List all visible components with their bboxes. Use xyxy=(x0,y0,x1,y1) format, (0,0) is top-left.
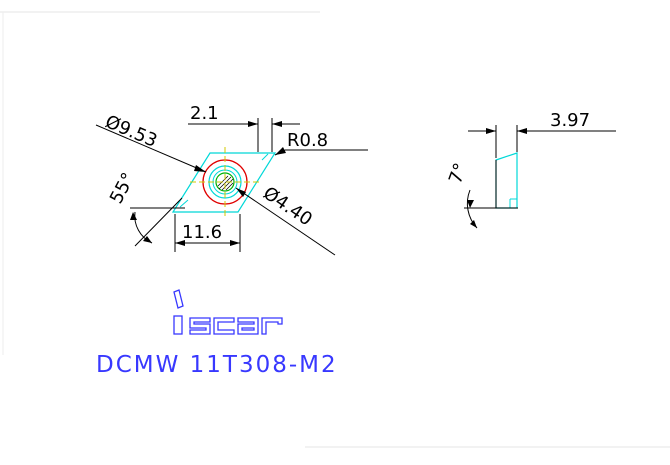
insert-designation: DCMW 11T308-M2 xyxy=(96,352,338,378)
insert-top-view xyxy=(171,147,277,217)
dim-corner-radius: R0.8 xyxy=(274,130,368,156)
dim-hole-diameter: Ø4.40 xyxy=(235,183,336,256)
dim-clearance-angle: 7° xyxy=(445,160,518,229)
dim-width: 2.1 xyxy=(188,103,300,152)
iscar-logo: iscar xyxy=(0,0,283,335)
insert-side-view xyxy=(495,152,518,209)
dim-thickness: 3.97 xyxy=(468,110,616,158)
inscribed-circle-label: Ø9.53 xyxy=(102,111,160,152)
logo-text: iscar xyxy=(0,0,3,1)
cut-length-label: 11.6 xyxy=(182,222,222,243)
corner-radius-label: R0.8 xyxy=(287,130,328,151)
insert-edge-detail-2 xyxy=(261,153,269,161)
included-angle-label: 55° xyxy=(106,169,140,207)
clearance-angle-label: 7° xyxy=(445,160,472,186)
dim-included-angle: 55° xyxy=(106,169,185,247)
insert-outline xyxy=(171,152,277,213)
dim-cut-length: 11.6 xyxy=(174,214,241,252)
width-label: 2.1 xyxy=(190,103,219,124)
thickness-label: 3.97 xyxy=(550,110,590,131)
side-profile xyxy=(495,152,518,209)
insert-edge-detail xyxy=(179,199,189,208)
